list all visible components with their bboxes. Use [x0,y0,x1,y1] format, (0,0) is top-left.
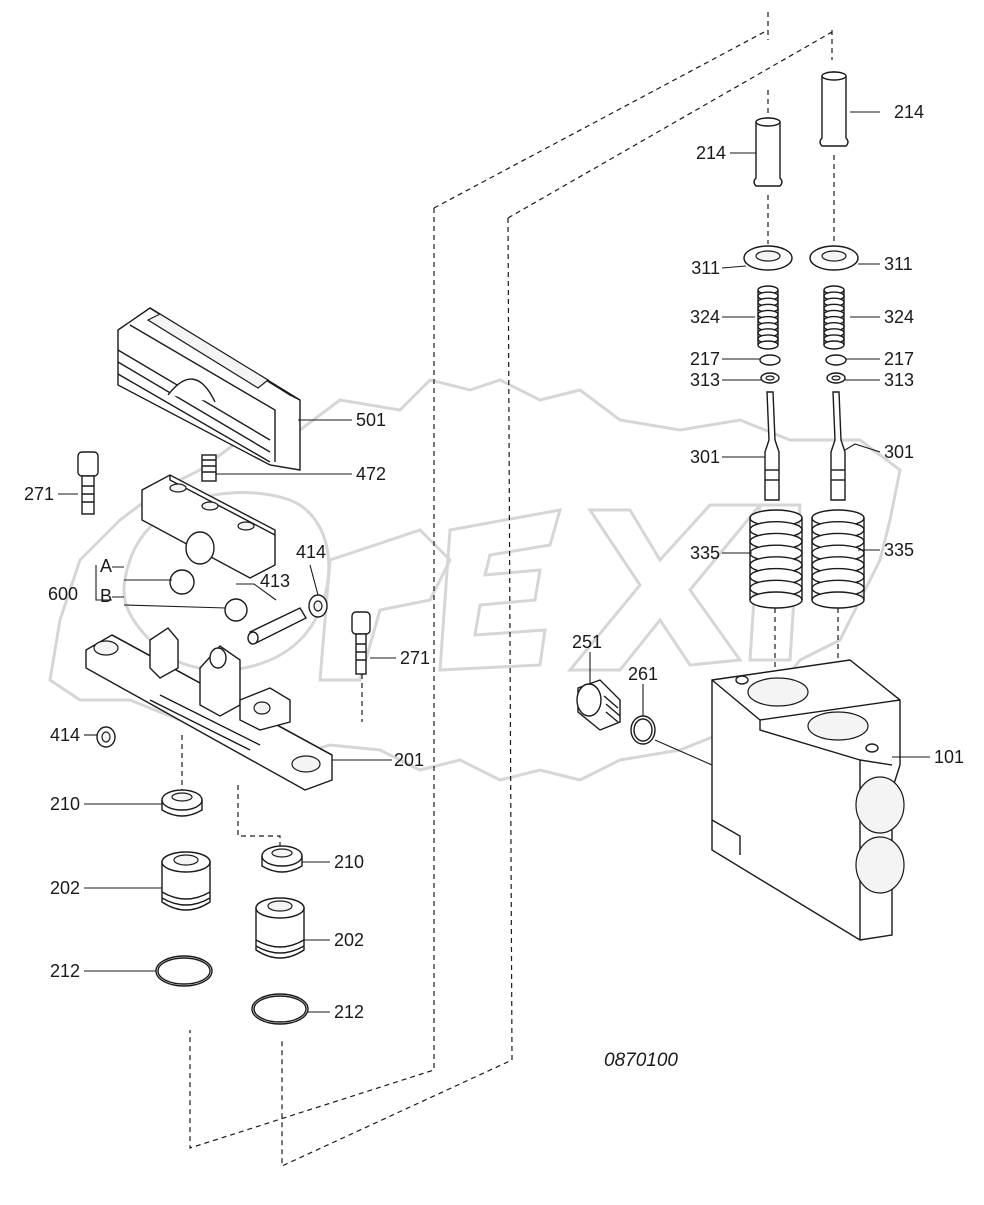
callout-214-left: 214 [696,143,726,163]
phantom-outline [189,12,833,1167]
boot-501 [117,307,301,471]
callout-301-right: 301 [884,442,914,462]
pusher-214-left [753,90,783,187]
screw-472 [201,454,217,482]
callout-311-left: 311 [691,258,720,278]
callout-210-left: 210 [50,794,80,814]
spring-coil [823,340,845,350]
callout-313-right: 313 [884,370,914,390]
callout-271-mid: 271 [400,648,430,668]
spring-335-left [749,509,803,609]
spring-324-right [823,285,845,350]
spring-coil [757,340,779,350]
screw-271-top [77,451,99,515]
screw-271-mid [351,611,371,722]
callout-B: B [100,586,112,606]
washer-217-left [759,354,781,366]
callout-324-left: 324 [690,307,720,327]
callout-301-left: 301 [690,447,720,467]
callout-324-right: 324 [884,307,914,327]
callout-501: 501 [356,410,386,430]
pusher-214-right [819,71,849,147]
seat-311-left [743,195,793,271]
bushing-414-top [308,594,328,618]
washer-313-left [760,372,780,384]
callout-202-right: 202 [334,930,364,950]
drawing-number: 0870100 [604,1050,678,1071]
callout-311-right: 311 [884,254,913,274]
washer-313-right [826,372,846,384]
spring-coil [811,591,865,609]
bushing-414-bottom [96,726,116,748]
callout-210-right: 210 [334,852,364,872]
plate-201 [85,627,333,791]
callout-472: 472 [356,464,386,484]
shaft-413 [247,607,307,645]
callout-217-right: 217 [884,349,914,369]
callout-313-left: 313 [690,370,720,390]
callout-202-left: 202 [50,878,80,898]
washer-217-right [825,354,847,366]
spring-coil [749,591,803,609]
callout-271-top: 271 [24,484,54,504]
plug-202-right [255,897,305,959]
o-ring-212-right [251,993,309,1025]
plug-251 [576,679,621,731]
pins-A-B [169,569,248,622]
callout-A: A [100,556,112,576]
callout-201: 201 [394,750,424,770]
casing-101 [711,659,905,941]
callout-251: 251 [572,632,602,652]
callout-261: 261 [628,664,658,684]
spring-324-left [757,285,779,350]
callout-413: 413 [260,571,290,591]
plug-202-left [161,851,211,911]
o-ring-261 [630,715,713,766]
callout-414-bottom: 414 [50,725,80,745]
seat-311-right [809,155,859,271]
seal-210-left [161,735,203,817]
o-ring-212-left [155,955,213,987]
spool-301-left [764,391,780,501]
callout-335-right: 335 [884,540,914,560]
leader-lines [58,111,930,1013]
callout-217-left: 217 [690,349,720,369]
callout-214-right: 214 [894,102,924,122]
cam-plate [141,474,276,579]
spool-301-right [830,391,846,501]
callout-414-top: 414 [296,542,326,562]
callout-212-right: 212 [334,1002,364,1022]
seal-210-right [237,785,303,873]
spring-335-right [811,509,865,609]
callout-212-left: 212 [50,961,80,981]
callout-101: 101 [934,747,964,767]
callout-labels: 214 214 311 311 324 324 217 217 313 313 … [24,102,964,1022]
callout-600: 600 [48,584,78,604]
callout-335-left: 335 [690,543,720,563]
